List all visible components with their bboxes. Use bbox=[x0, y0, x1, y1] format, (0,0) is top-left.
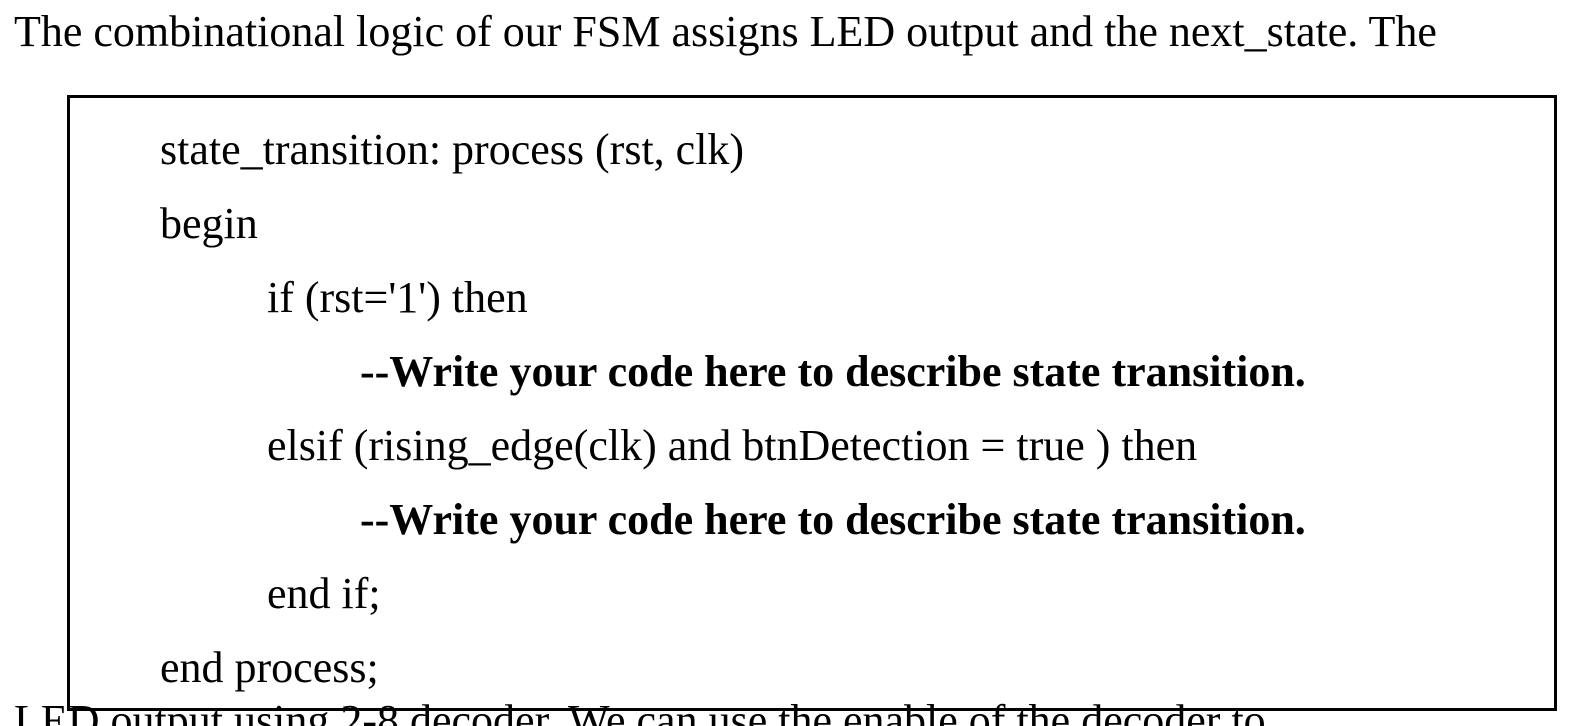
code-line-comment-1: --Write your code here to describe state… bbox=[360, 347, 1306, 396]
code-line-elsif: elsif (rising_edge(clk) and btnDetection… bbox=[267, 421, 1198, 470]
code-box: state_transition: process (rst, clk) beg… bbox=[67, 95, 1557, 711]
code-line-if-rst: if (rst='1') then bbox=[267, 273, 528, 322]
code-line-begin: begin bbox=[160, 199, 258, 248]
paragraph-bottom-partial: LED output using 2-8 decoder. We can use… bbox=[14, 696, 1266, 726]
code-line-comment-2: --Write your code here to describe state… bbox=[360, 495, 1306, 544]
code-line-end-if: end if; bbox=[267, 569, 381, 618]
paragraph-top: The combinational logic of our FSM assig… bbox=[14, 7, 1437, 56]
code-line-end-process: end process; bbox=[160, 643, 379, 692]
code-line-process-declaration: state_transition: process (rst, clk) bbox=[160, 125, 745, 174]
